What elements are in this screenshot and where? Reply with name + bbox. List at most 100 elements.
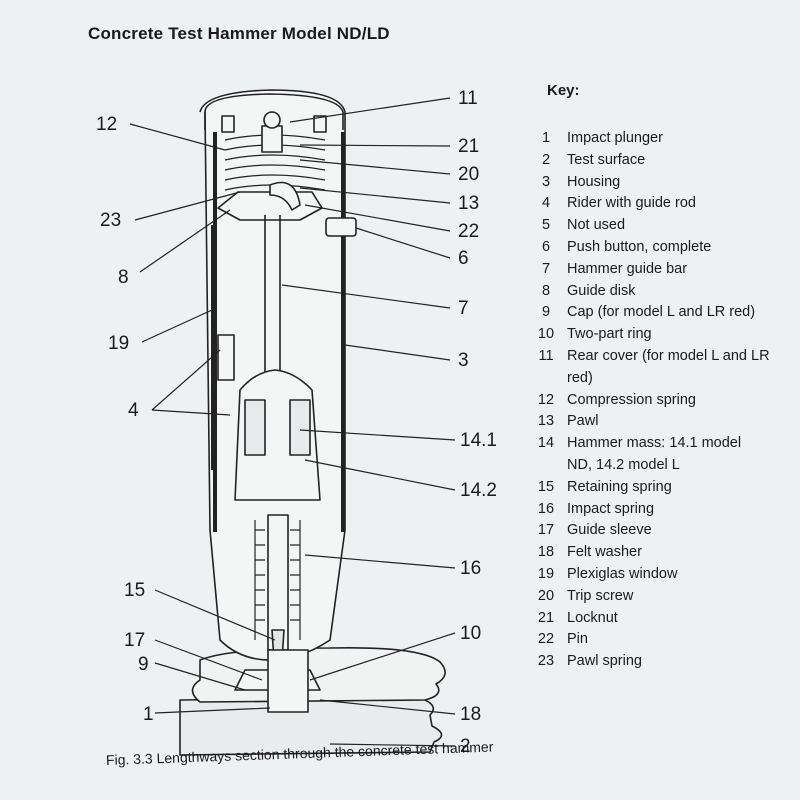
key-label: Push button, complete bbox=[567, 238, 712, 255]
key-number: 15 bbox=[537, 478, 555, 495]
callout-16: 16 bbox=[460, 558, 481, 579]
key-number: 18 bbox=[537, 544, 555, 561]
callout-7: 7 bbox=[458, 298, 469, 319]
key-label: Hammer mass: 14.1 model ND, 14.2 model L bbox=[567, 435, 742, 473]
callout-2: 2 bbox=[460, 736, 471, 757]
key-item: 16 Impact spring bbox=[525, 499, 770, 521]
key-number: 6 bbox=[541, 238, 551, 255]
guide-disk bbox=[217, 191, 323, 221]
hammer-mass-inner-r bbox=[289, 399, 311, 456]
key-label: Guide sleeve bbox=[567, 522, 652, 539]
key-list: 1 Impact plunger 2 Test surface 3 Housing 4… bbox=[525, 128, 770, 673]
callout-23: 23 bbox=[100, 210, 121, 231]
key-label: Trip screw bbox=[567, 587, 634, 604]
key-number: 1 bbox=[541, 130, 551, 146]
key-number: 2 bbox=[541, 151, 551, 168]
test-surface-block bbox=[179, 697, 443, 756]
locknut bbox=[261, 125, 283, 153]
callout-18: 18 bbox=[460, 704, 481, 725]
impact-spring bbox=[254, 520, 301, 640]
hammer-mass-inner bbox=[244, 399, 266, 456]
cover-blocks-right bbox=[313, 115, 327, 133]
key-item: 19 Plexiglas window bbox=[525, 564, 770, 586]
key-item: 1 Impact plunger bbox=[525, 128, 770, 150]
callout-labels: 11 12 21 20 13 23 22 6 8 7 19 3 4 14.1 1… bbox=[96, 88, 497, 757]
callout-14-1: 14.1 bbox=[460, 430, 497, 451]
key-label: Locknut bbox=[567, 609, 618, 626]
callout-20: 20 bbox=[458, 164, 479, 185]
rider bbox=[217, 334, 235, 381]
key-label: Rider with guide rod bbox=[567, 195, 696, 212]
key-number: 19 bbox=[537, 565, 555, 582]
key-item: 20 Trip screw bbox=[525, 586, 770, 608]
rear-cover bbox=[204, 93, 344, 130]
callout-15: 15 bbox=[124, 580, 145, 601]
key-number: 5 bbox=[541, 217, 551, 234]
callout-8: 8 bbox=[118, 267, 129, 288]
trip-screw-head bbox=[263, 111, 281, 129]
key-label: Compression spring bbox=[567, 391, 696, 408]
key-label: Hammer guide bar bbox=[567, 260, 688, 277]
callout-11: 11 bbox=[458, 88, 478, 109]
key-label: Test surface bbox=[567, 151, 646, 168]
key-label: Cap (for model L and LR red) bbox=[567, 304, 756, 321]
key-number: 12 bbox=[537, 391, 555, 408]
callout-1: 1 bbox=[143, 704, 154, 725]
key-item: 23 Pawl spring bbox=[525, 651, 770, 673]
key-label: Impact plunger bbox=[567, 130, 663, 146]
callout-12: 12 bbox=[96, 114, 117, 135]
impact-plunger bbox=[267, 649, 309, 713]
figure-title: Concrete Test Hammer Model ND/LD bbox=[88, 24, 390, 43]
key-item: 11 Rear cover (for model L and LR red) bbox=[525, 346, 770, 390]
key-item: 13 Pawl bbox=[525, 411, 770, 433]
key-label: Felt washer bbox=[567, 544, 642, 561]
key-item: 10 Two-part ring bbox=[525, 324, 770, 346]
key-label: Two-part ring bbox=[567, 326, 652, 343]
compression-spring bbox=[224, 134, 326, 191]
key-item: 6 Push button, complete bbox=[525, 237, 770, 259]
key-number: 20 bbox=[537, 587, 555, 604]
key-item: 18 Felt washer bbox=[525, 542, 770, 564]
key-label: Pawl spring bbox=[567, 653, 642, 670]
push-button bbox=[325, 217, 357, 237]
key-number: 10 bbox=[537, 326, 555, 343]
callout-17: 17 bbox=[124, 630, 145, 651]
key-item: 3 Housing bbox=[525, 172, 770, 194]
key-label: Plexiglas window bbox=[567, 565, 678, 582]
key-number: 9 bbox=[541, 304, 551, 321]
key-item: 12 Compression spring bbox=[525, 390, 770, 412]
callout-19: 19 bbox=[108, 333, 129, 354]
key-number: 21 bbox=[537, 609, 555, 626]
leader-lines bbox=[129, 97, 456, 747]
key-label: Rear cover (for model L and LR red) bbox=[567, 347, 770, 386]
key-item: 4 Rider with guide rod bbox=[525, 193, 770, 215]
key-label: Pawl bbox=[567, 413, 599, 430]
key-label: Housing bbox=[567, 173, 621, 190]
callout-4: 4 bbox=[128, 400, 139, 421]
key-label: Impact spring bbox=[567, 500, 655, 517]
key-number: 16 bbox=[537, 500, 555, 517]
key-number: 13 bbox=[537, 413, 555, 430]
key-number: 3 bbox=[541, 173, 551, 190]
callout-14-2: 14.2 bbox=[460, 480, 497, 501]
callout-21: 21 bbox=[458, 136, 479, 157]
key-label: Guide disk bbox=[567, 282, 636, 299]
callout-9: 9 bbox=[138, 654, 149, 675]
cover-blocks-left bbox=[221, 115, 235, 133]
key-number: 4 bbox=[541, 195, 551, 212]
test-surface-top bbox=[191, 646, 446, 703]
callout-13: 13 bbox=[458, 193, 479, 214]
key-number: 23 bbox=[537, 653, 555, 670]
pawl bbox=[269, 181, 301, 211]
key-item: 2 Test surface bbox=[525, 150, 770, 172]
key-heading: Key: bbox=[547, 82, 580, 99]
key-number: 11 bbox=[538, 347, 554, 364]
